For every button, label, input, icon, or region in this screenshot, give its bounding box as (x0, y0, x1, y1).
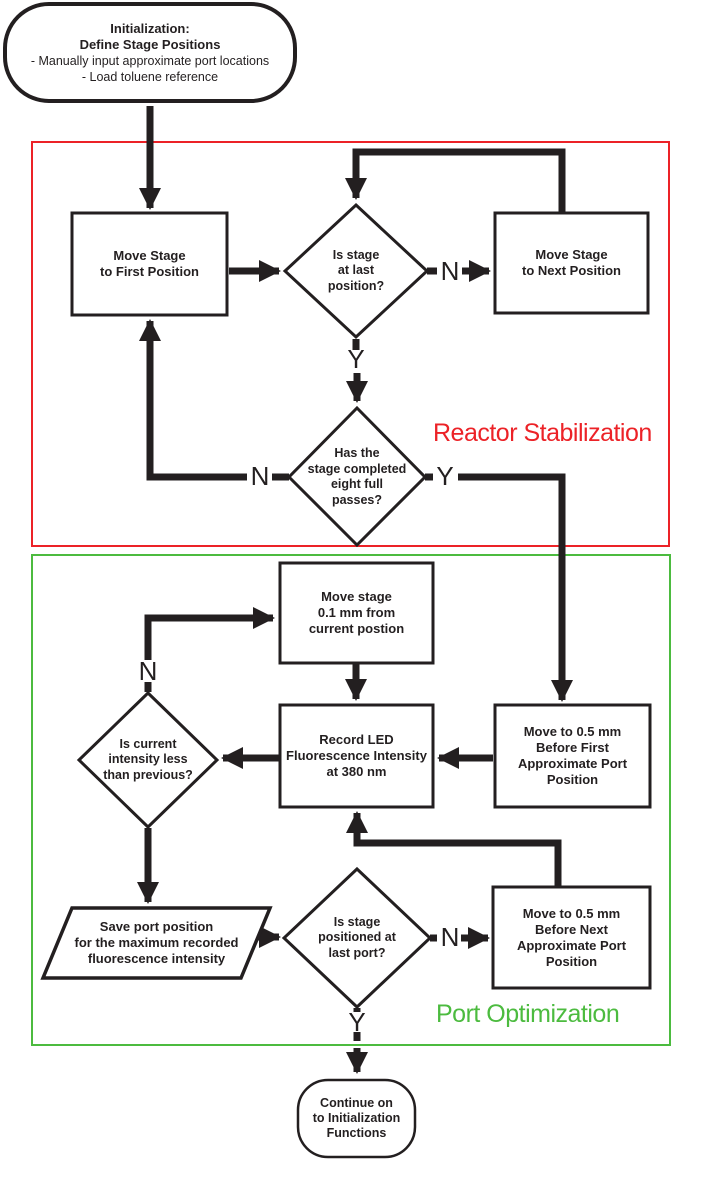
intensity-less-diamond-shape (76, 690, 220, 830)
eight-passes-diamond-shape (286, 405, 428, 548)
at-last-port-label: Is stage positioned at last port? (318, 914, 396, 960)
branch-yes-eight-passes: Y (436, 461, 454, 491)
move-before-first-node-shape (493, 703, 652, 809)
branch-no-eight-passes: N (250, 461, 270, 491)
init-node-text: Initialization: Define Stage Positions -… (5, 8, 295, 98)
save-port-parallelogram-shape (40, 906, 273, 980)
record-led-label: Record LED Fluorescence Intensity at 380… (286, 732, 427, 779)
move-01mm-label: Move stage 0.1 mm from current postion (308, 589, 405, 636)
move-first-node-shape (70, 211, 229, 317)
continue-node-shape (296, 1078, 417, 1159)
init-title: Initialization: Define Stage Positions (79, 21, 221, 52)
arrow-move-next-loop-to-diamond1 (345, 148, 566, 216)
arrow-before-next-to-record (346, 811, 562, 886)
branch-no-intensity-less: N (138, 656, 158, 686)
connector-arrows (137, 106, 573, 1074)
move-01mm-node-shape (278, 561, 435, 665)
move-before-first-label: Move to 0.5 mm Before First Approximate … (517, 724, 628, 787)
port-optimization-frame (31, 554, 671, 1046)
eight-passes-label: Has the stage completed eight full passe… (307, 446, 407, 507)
continue-label: Continue on to Initialization Functions (312, 1096, 401, 1140)
save-port-label: Save port position for the maximum recor… (74, 919, 239, 966)
port-optimization-title: Port Optimization (436, 1000, 620, 1028)
reactor-stabilization-title: Reactor Stabilization (433, 419, 652, 447)
branch-no-at-last-port: N (440, 922, 460, 952)
branch-yes-at-last-position: Y (347, 344, 365, 374)
move-next-label: Move Stage to Next Position (522, 247, 621, 278)
at-last-port-diamond-shape (281, 866, 433, 1010)
arrow-y-to-before-first (458, 473, 573, 702)
intensity-less-label: Is current intensity less than previous? (103, 736, 193, 782)
at-last-position-label: Is stage at last position? (327, 247, 385, 293)
at-last-position-diamond-shape (282, 202, 430, 340)
reactor-stabilization-frame (31, 141, 670, 547)
move-first-label: Move Stage to First Position (100, 248, 199, 279)
arrow-n-to-move-first (139, 319, 247, 481)
record-led-node-shape (278, 703, 435, 809)
move-before-next-node-shape (491, 885, 652, 990)
move-before-next-label: Move to 0.5 mm Before Next Approximate P… (516, 905, 627, 969)
init-node-shape (3, 2, 297, 103)
init-body: - Manually input approximate port locati… (30, 54, 270, 84)
flowchart-node-shapes (3, 2, 652, 1159)
branch-yes-at-last-port: Y (348, 1007, 366, 1037)
branch-no-at-last-position: N (440, 256, 460, 286)
move-next-node-shape (493, 211, 650, 315)
arrow-n-to-move-01mm (144, 607, 275, 660)
